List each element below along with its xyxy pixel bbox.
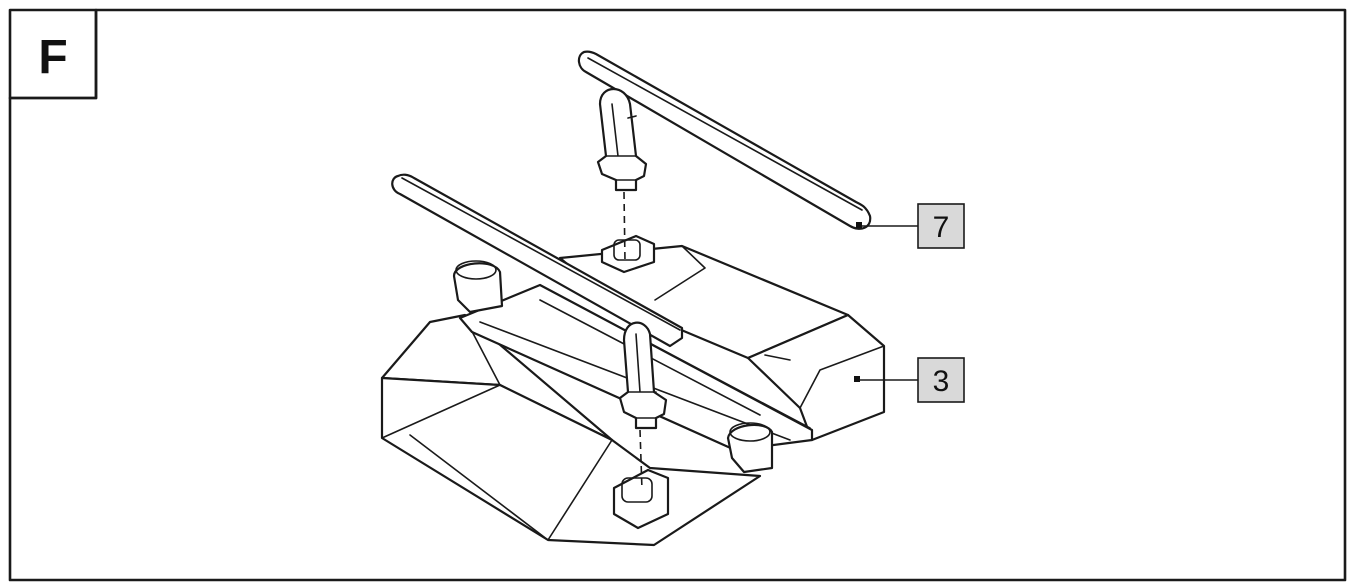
base-end-tab-left <box>452 262 504 314</box>
callout-3-dot <box>854 376 860 382</box>
upper-socket <box>600 234 656 274</box>
callout-7: 7 <box>856 203 965 249</box>
callout-3: 3 <box>854 357 965 403</box>
callout-3-number: 3 <box>933 365 950 398</box>
callout-3-box <box>917 357 965 403</box>
callout-7-box <box>917 203 965 249</box>
callout-7-dot <box>856 222 862 228</box>
upper-bar-assembly <box>577 50 872 230</box>
lower-pin <box>618 321 668 430</box>
lower-bar <box>391 173 684 348</box>
lower-socket <box>612 468 670 530</box>
upper-pin <box>596 88 648 192</box>
step-label: F <box>38 31 67 84</box>
base-end-tab-right <box>726 423 774 474</box>
base-part <box>380 173 886 547</box>
guide-line-lower <box>639 429 643 491</box>
callout-7-number: 7 <box>933 211 950 244</box>
upper-bar <box>577 50 872 230</box>
diagram-frame <box>8 8 1347 582</box>
